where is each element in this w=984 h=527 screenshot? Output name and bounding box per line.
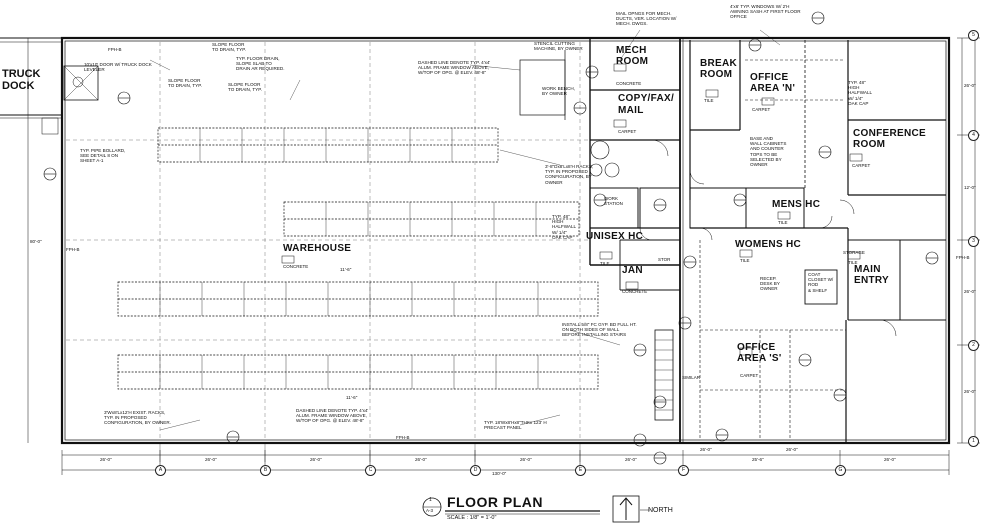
note-recep-desk: RECEP. DESK BY OWNER [760,276,780,292]
note-window-north: DASHED LINE DENOTE TYP. 4'x4' ALUM. FRAM… [418,60,491,76]
grid-bubble-a: A [155,465,166,476]
room-label-main-entry: MAIN ENTRY [854,264,890,286]
dim-bottom-6: 26'-0" [625,457,637,462]
dim-bottom-10: 26'-0" [884,457,896,462]
tag-fph-b: FPH-B [66,247,80,252]
room-label-mech: MECH ROOM [616,45,649,67]
grid-bubble-g: G [835,465,846,476]
room-label-womens-hc: WOMENS HC [735,239,802,250]
drawing-title: FLOOR PLAN [447,494,543,510]
grid-bubble-b: B [260,465,271,476]
room-label-storage: STORAGE [843,250,865,255]
room-label-mail: MAIL [618,105,644,116]
room-label-truck-dock: TRUCK DOCK [2,68,41,92]
room-finish-mens: TILE [778,220,788,225]
dim-left-overall: 80'-0" [30,239,42,244]
drawing-scale: SCALE : 1/8" = 1'-0" [447,515,497,521]
note-stencil: STENCIL CUTTING MACHINE, BY OWNER [534,41,583,52]
note-work-bench: WORK BENCH, BY OWNER [542,86,575,97]
note-racks: 3'-8"Dx8'Lx8'H RACKS, TYP. IN PROPOSED C… [545,164,594,185]
tag-fph-a: FPH-B [108,47,122,52]
note-pipe-bollard: TYP. PIPE BOLLARD, SEE DETAIL 8 ON SHEET… [80,148,126,164]
room-finish-womens: TILE [740,258,750,263]
room-finish-storage: TILE [848,260,858,265]
room-finish-conference: CARPET [852,163,871,168]
note-slope-floor-c: SLOPE FLOOR TO DRAIN, TYP. [212,42,246,53]
tag-fph-c: FPH-B [396,435,410,440]
note-typ-windows: 4'x6' TYP. WINDOWS W/ 2'H AWNING SASH AT… [730,4,801,20]
note-halfwall-a: TYP. 48" HIGH HALFWALL W/ 1/4" OAK CAP [848,80,873,106]
room-label-work-station: WORK STATION [604,196,623,206]
dim-right-1: 26'-0" [964,83,976,88]
note-mail-openings: MAIL OPNGS FOR MECH. DUCTS, VER. LOCATIO… [616,11,677,27]
room-label-stor: STOR [658,257,671,262]
dim-overall: 130'-0" [492,471,507,476]
dim-interior-b: 11'-6" [346,395,358,400]
dim-bottom-7: 26'-0" [700,447,712,452]
dim-bottom-5: 26'-0" [520,457,532,462]
tag-fph-d: FPH-B [956,255,970,260]
note-precast: TYP. 18'Wx8'Hx8"THKx 123' H PRECAST PANE… [484,420,547,431]
room-finish-mech: CONCRETE [616,81,642,86]
room-finish-office-n: CARPET [752,107,771,112]
title-sheet-ref: A-3 [426,508,434,513]
dim-interior-a: 11'-6" [340,267,352,272]
grid-bubble-5: 5 [968,30,979,41]
room-finish-jan: CONCRETE [622,289,648,294]
note-slope-floor-a: SLOPE FLOOR TO DRAIN, TYP. [168,78,202,89]
dim-right-2: 12'-0" [964,185,976,190]
dim-bottom-9: 25'-6" [752,457,764,462]
room-label-office-n: OFFICE AREA 'N' [750,72,796,94]
room-finish-unisex: TILE [600,261,610,266]
north-label: NORTH [648,507,673,514]
room-label-mens-hc: MENS HC [772,199,821,210]
note-coat-closet: COAT CLOSET W/ ROD & SHELF [808,272,834,293]
note-floor-drain: TYP. FLOOR DRAIN, SLOPE SLAB TO DRAIN AR… [236,56,285,72]
grid-bubble-e: E [575,465,586,476]
room-finish-copy: CARPET [618,129,637,134]
room-label-conference: CONFERENCE ROOM [853,128,927,150]
room-finish-break: TILE [704,98,714,103]
dim-bottom-1: 26'-0" [100,457,112,462]
note-racks-exist: 3'Wx8'Lx12'H EXIST. RACKS, TYP. IN PROPO… [104,410,171,426]
room-label-office-s: OFFICE AREA 'S' [737,342,782,364]
room-label-copy-fax: COPY/FAX/ [618,93,675,104]
grid-bubble-4: 4 [968,130,979,141]
grid-bubble-3: 3 [968,236,979,247]
note-base-cabinets: BASE AND WALL CABINETS AND COUNTER TOPS … [750,136,787,168]
dim-bottom-8: 26'-0" [786,447,798,452]
grid-bubble-d: D [470,465,481,476]
building-outline [60,36,951,445]
room-finish-office-s: CARPET [740,373,759,378]
room-label-jan: JAN [622,265,643,276]
dim-bottom-4: 26'-0" [415,457,427,462]
north-arrow-icon [613,496,639,522]
title-sheet-num: 1 [429,497,432,503]
grid-bubble-2: 2 [968,340,979,351]
room-label-warehouse: WAREHOUSE [283,243,352,254]
room-label-unisex-hc: UNISEX HC [586,231,644,242]
grid-bubble-f: F [678,465,689,476]
room-finish-warehouse: CONCRETE [283,264,309,269]
grid-bubble-c: C [365,465,376,476]
dim-right-3: 26'-0" [964,289,976,294]
dim-bottom-3: 26'-0" [310,457,322,462]
note-window-south: DASHED LINE DENOTE TYP. 4'x4' ALUM. FRAM… [296,408,369,424]
grid-bubble-1: 1 [968,436,979,447]
room-label-similar: SIMILAR [682,375,701,380]
note-dock-door: 10'x10' DOOR W/ TRUCK DOCK LEVELER [84,62,152,73]
note-install-fc: INSTALL 5/8" FC GYP. BD FULL HT. ON BOTH… [562,322,637,338]
note-halfwall-b: TYP. 48" HIGH HALFWALL W/ 1/4" OAK CAP [552,214,577,240]
dim-right-4: 26'-0" [964,389,976,394]
dock-leveler [63,65,99,101]
room-label-break: BREAK ROOM [700,58,738,80]
dim-bottom-2: 26'-0" [205,457,217,462]
note-slope-floor-b: SLOPE FLOOR TO DRAIN, TYP. [228,82,262,93]
